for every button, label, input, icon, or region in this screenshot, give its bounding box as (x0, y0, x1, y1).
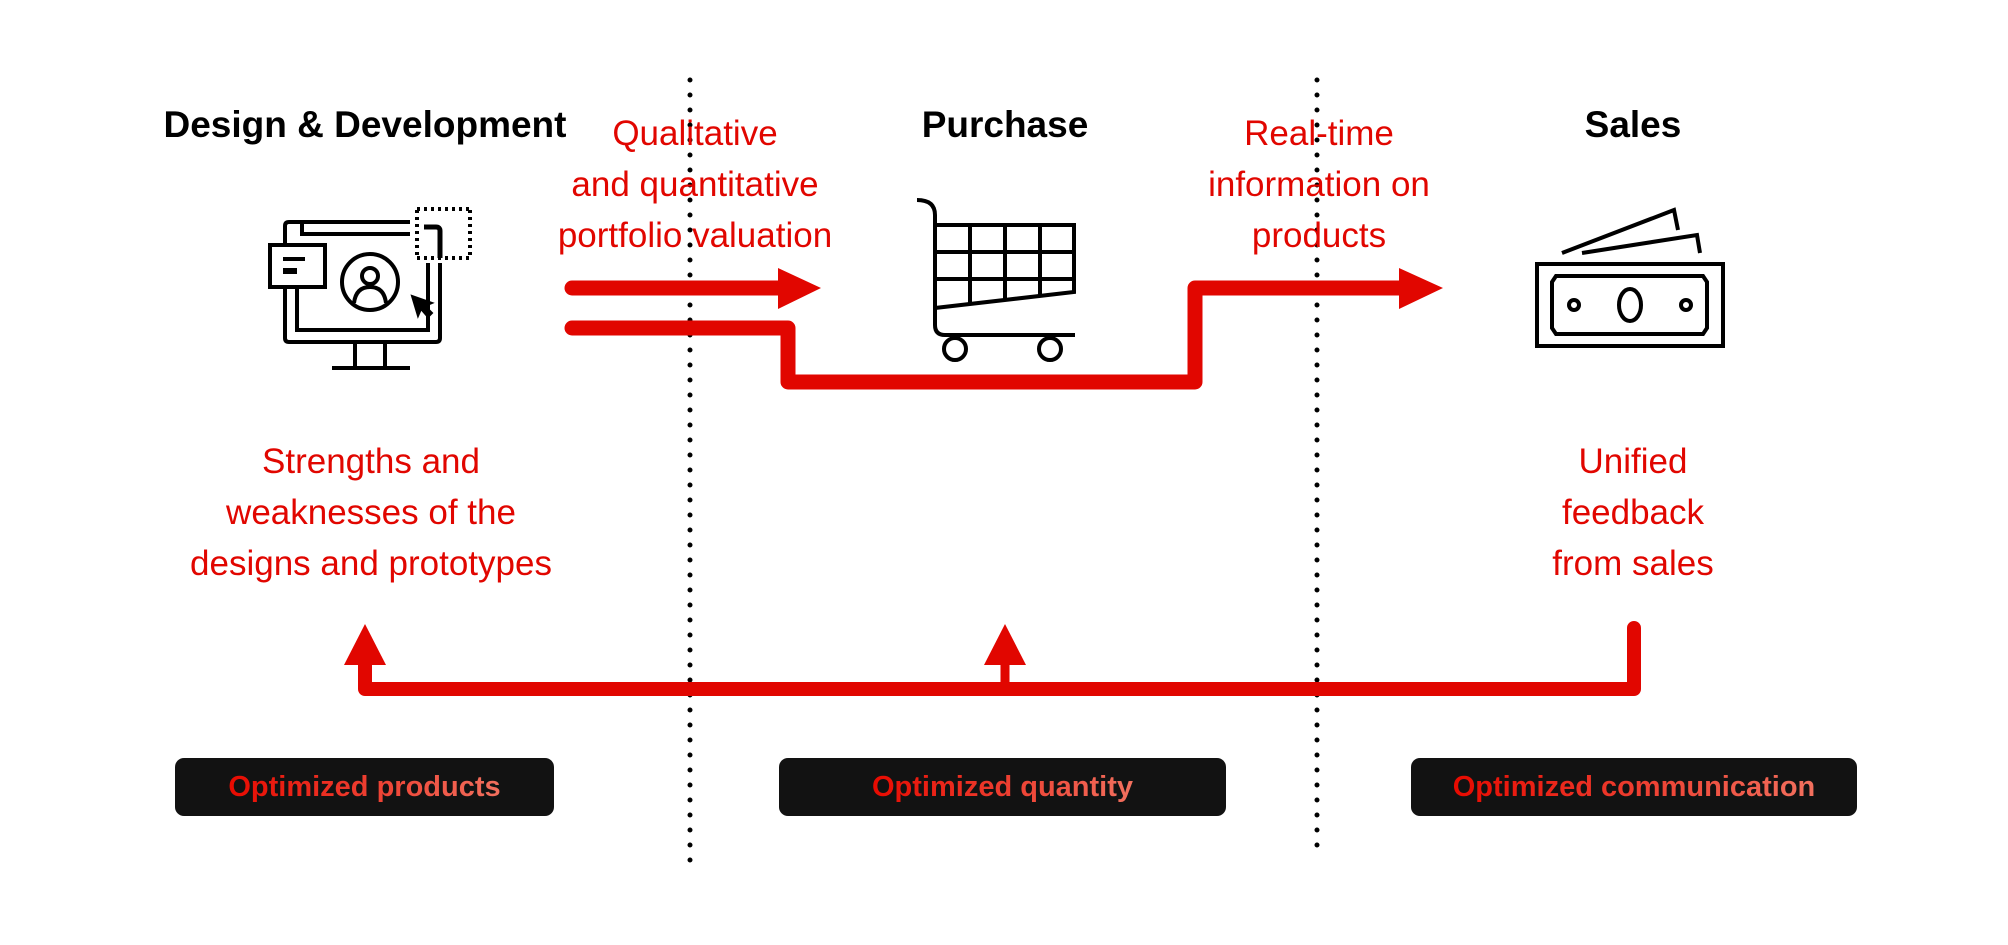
feedback-label-line: feedback (1561, 493, 1705, 532)
banknotes-icon (1535, 207, 1725, 348)
flow-label-line: portfolio valuation (557, 216, 833, 255)
outcome-box-products: Optimized products (175, 758, 554, 816)
feedback-label-sales: Unified feedback from sales (1403, 436, 1863, 589)
flow-arrow-design-to-purchase (564, 268, 821, 309)
stage-title-design: Design & Development (163, 104, 567, 145)
feedback-label-line: weaknesses of the (226, 493, 516, 532)
flow-label-line: and quantitative (571, 165, 819, 204)
outcome-label: Optimized quantity (872, 770, 1133, 803)
stage-title-sales: Sales (1584, 104, 1682, 145)
outcome-box-quantity: Optimized quantity (779, 758, 1226, 816)
feedback-label-line: designs and prototypes (190, 544, 552, 583)
flow-label-purchase-to-sales: Real-time information on products (1089, 108, 1549, 261)
feedback-label-design: Strengths and weaknesses of the designs … (141, 436, 601, 589)
outcome-label: Optimized products (228, 770, 501, 803)
monitor-design-icon (268, 207, 472, 370)
flow-label-line: products (1251, 216, 1387, 255)
outcome-label: Optimized communication (1452, 770, 1816, 803)
feedback-label-line: Unified (1578, 442, 1688, 481)
flow-label-line: Qualitative (612, 114, 778, 153)
flow-arrow-purchase-to-sales (564, 268, 1443, 390)
outcome-box-communication: Optimized communication (1411, 758, 1857, 816)
flow-label-design-to-purchase: Qualitative and quantitative portfolio v… (465, 108, 925, 261)
stage-title-purchase: Purchase (921, 104, 1089, 145)
feedback-label-line: from sales (1552, 544, 1714, 583)
flow-label-line: information on (1208, 165, 1430, 204)
shopping-cart-icon (916, 198, 1076, 362)
flow-label-line: Real-time (1244, 114, 1394, 153)
feedback-label-line: Strengths and (262, 442, 480, 481)
feedback-arrows (344, 621, 1641, 696)
